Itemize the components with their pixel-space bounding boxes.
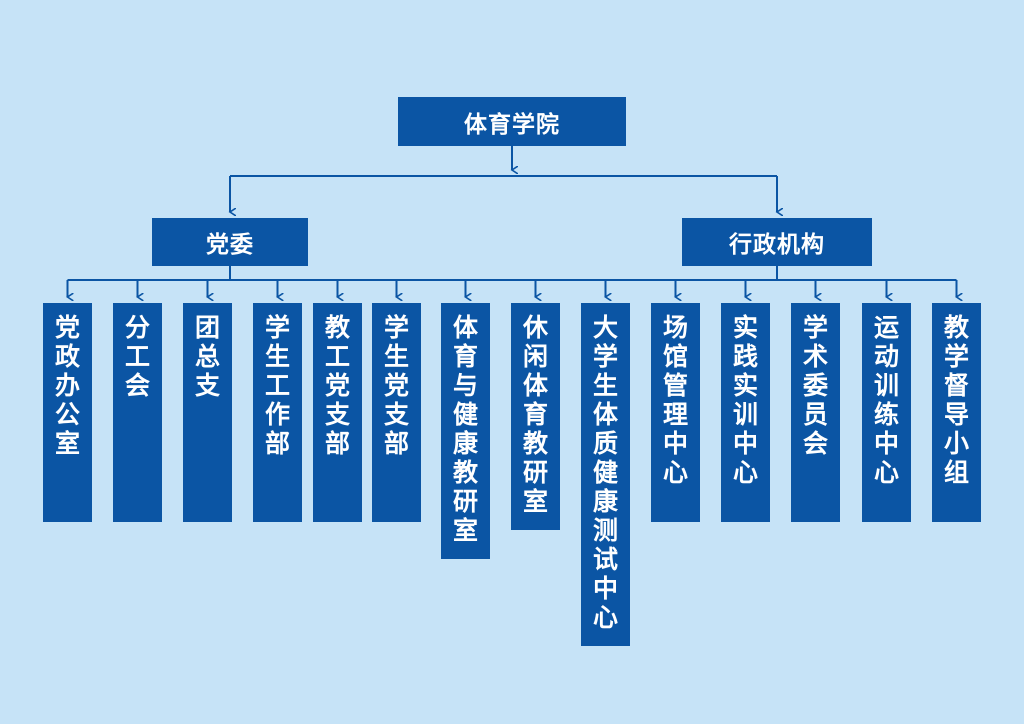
unit-node-box: 大学生体质健康测试中心 — [581, 303, 630, 646]
unit-node-label: 教工党支部 — [324, 313, 350, 458]
unit-node-box: 教工党支部 — [313, 303, 362, 522]
branch-node-label: 党委 — [206, 232, 254, 258]
unit-node-box: 团总支 — [183, 303, 232, 522]
root-node-label: 体育学院 — [464, 111, 560, 138]
branch-node-label: 行政机构 — [729, 232, 825, 258]
unit-node-box: 分工会 — [113, 303, 162, 522]
unit-node-label: 大学生体质健康测试中心 — [592, 313, 618, 632]
unit-node-label: 休闲体育教研室 — [522, 313, 548, 516]
unit-node-box: 运动训练中心 — [862, 303, 911, 522]
unit-node-box: 教学督导小组 — [932, 303, 981, 522]
unit-node-label: 运动训练中心 — [873, 313, 899, 487]
unit-node-label: 体育与健康教研室 — [452, 313, 478, 545]
branch-node-administration: 行政机构 — [682, 218, 872, 266]
unit-node-box: 休闲体育教研室 — [511, 303, 560, 530]
unit-node-box: 场馆管理中心 — [651, 303, 700, 522]
root-node-box: 体育学院 — [398, 97, 626, 146]
unit-node-label: 党政办公室 — [54, 313, 80, 458]
unit-node-label: 分工会 — [124, 313, 150, 400]
unit-node-label: 学生工作部 — [264, 313, 290, 458]
unit-node-box: 党政办公室 — [43, 303, 92, 522]
unit-node-label: 教学督导小组 — [943, 313, 969, 487]
unit-node-box: 学生工作部 — [253, 303, 302, 522]
branch-node-party-committee: 党委 — [152, 218, 308, 266]
unit-node-label: 学生党支部 — [383, 313, 409, 458]
unit-node-label: 团总支 — [194, 313, 220, 400]
unit-node-box: 学生党支部 — [372, 303, 421, 522]
unit-node-label: 实践实训中心 — [732, 313, 758, 487]
unit-node-box: 体育与健康教研室 — [441, 303, 490, 559]
unit-node-box: 实践实训中心 — [721, 303, 770, 522]
unit-node-box: 学术委员会 — [791, 303, 840, 522]
unit-node-label: 场馆管理中心 — [662, 313, 688, 487]
unit-node-label: 学术委员会 — [802, 313, 828, 458]
